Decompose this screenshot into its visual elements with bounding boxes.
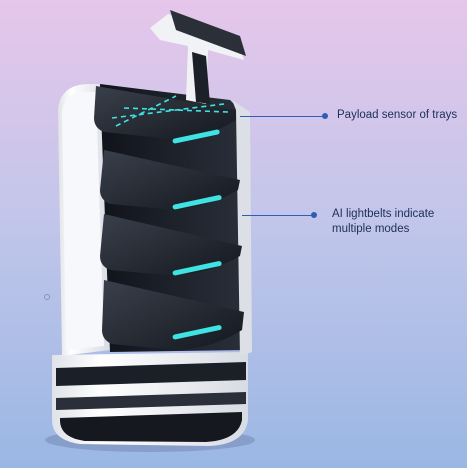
robot-trays — [94, 86, 244, 350]
payload-callout-label: Payload sensor of trays — [337, 109, 458, 121]
robot-handle — [150, 10, 246, 104]
lightbelt-callout-line-2: multiple modes — [332, 223, 410, 235]
lightbelt-callout-line — [242, 215, 314, 216]
robot-body-shell — [58, 84, 252, 356]
robot-base — [45, 352, 255, 452]
lightbelt-callout-label: AI lightbelts indicate multiple modes — [332, 207, 434, 237]
payload-callout-line — [240, 116, 324, 117]
lightbelt-callout-dot — [311, 212, 317, 218]
lightbelt-callout-line-1: AI lightbelts indicate — [332, 208, 435, 220]
payload-callout-dot — [322, 113, 328, 119]
sparkle-icon — [44, 294, 50, 300]
ai-lightbelts — [172, 129, 222, 340]
payload-sensor-beams — [111, 95, 229, 127]
